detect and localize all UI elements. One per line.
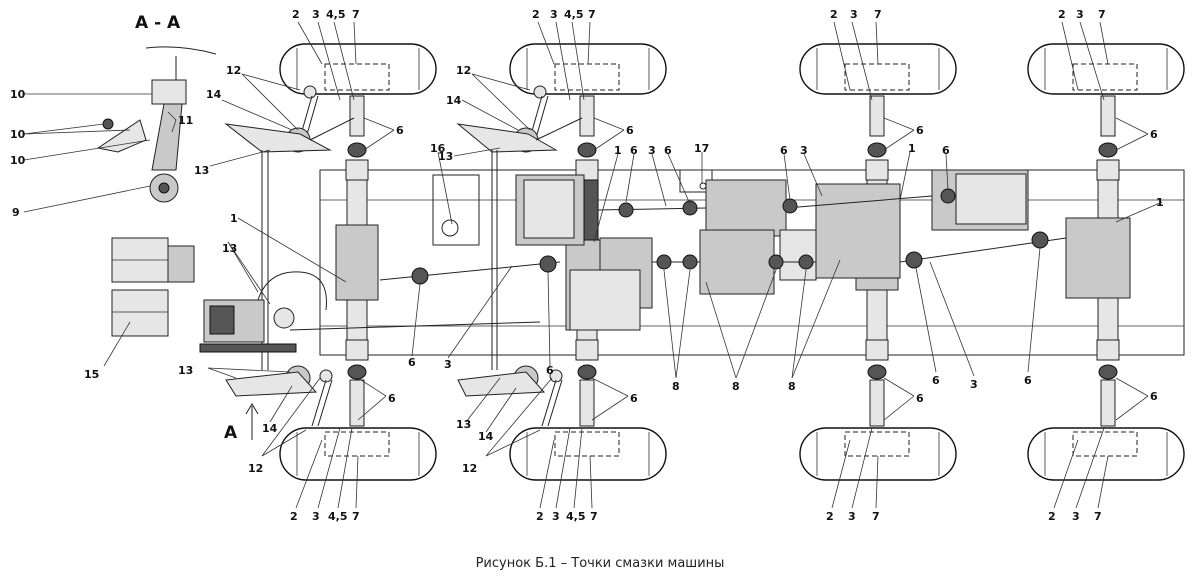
callout-14: 14 bbox=[206, 88, 222, 101]
callout-14: 14 bbox=[478, 430, 494, 443]
callout-3: 3 bbox=[550, 8, 558, 21]
callout-6: 6 bbox=[408, 356, 416, 369]
wheel-bottom-4 bbox=[1027, 427, 1185, 481]
callout-13: 13 bbox=[456, 418, 471, 431]
callout-12: 12 bbox=[456, 64, 471, 77]
callout-12: 12 bbox=[226, 64, 241, 77]
callout-9: 9 bbox=[12, 206, 20, 219]
callout-10: 10 bbox=[10, 88, 26, 101]
callout-13: 13 bbox=[222, 242, 237, 255]
callout-6: 6 bbox=[626, 124, 634, 137]
callout-16: 16 bbox=[430, 142, 446, 155]
callout-3: 3 bbox=[552, 510, 560, 523]
steering-wheel-unit bbox=[199, 271, 327, 353]
callout-1: 1 bbox=[908, 142, 916, 155]
view-arrow-label: А bbox=[224, 423, 238, 443]
callout-6: 6 bbox=[396, 124, 404, 137]
drivetrain bbox=[289, 169, 1067, 331]
callout-4-5: 4,5 bbox=[566, 510, 586, 523]
axle-1 bbox=[335, 95, 379, 427]
wheel-top-1 bbox=[279, 43, 437, 95]
wheel-bottom-1 bbox=[279, 427, 437, 481]
callout-10: 10 bbox=[10, 128, 26, 141]
leader-lines bbox=[23, 21, 1163, 509]
callout-6: 6 bbox=[1150, 390, 1158, 403]
callout-2: 2 bbox=[1058, 8, 1066, 21]
callout-3: 3 bbox=[312, 8, 320, 21]
callout-1: 1 bbox=[230, 212, 238, 225]
wheel-top-4 bbox=[1027, 43, 1185, 95]
callout-2: 2 bbox=[290, 510, 298, 523]
callout-6: 6 bbox=[1150, 128, 1158, 141]
steering-linkages bbox=[224, 85, 583, 427]
callout-6: 6 bbox=[664, 144, 672, 157]
callout-2: 2 bbox=[536, 510, 544, 523]
wheel-top-2 bbox=[509, 43, 667, 95]
callout-3: 3 bbox=[648, 144, 656, 157]
callout-3: 3 bbox=[1076, 8, 1084, 21]
callout-6: 6 bbox=[916, 124, 924, 137]
callout-3: 3 bbox=[800, 144, 808, 157]
steering-column-section bbox=[96, 46, 217, 203]
callout-1: 1 bbox=[1156, 196, 1164, 209]
callout-8: 8 bbox=[732, 380, 740, 393]
callout-6: 6 bbox=[916, 392, 924, 405]
callout-3: 3 bbox=[312, 510, 320, 523]
callout-3: 3 bbox=[970, 378, 978, 391]
callout-3: 3 bbox=[444, 358, 452, 371]
wheel-top-3 bbox=[799, 43, 957, 95]
wheel-bottom-2 bbox=[509, 427, 667, 481]
callout-3: 3 bbox=[1072, 510, 1080, 523]
callout-4-5: 4,5 bbox=[328, 510, 348, 523]
callout-2: 2 bbox=[532, 8, 540, 21]
callout-2: 2 bbox=[826, 510, 834, 523]
callout-13: 13 bbox=[194, 164, 209, 177]
wheels bbox=[279, 43, 1185, 481]
callout-13: 13 bbox=[178, 364, 193, 377]
callout-1: 1 bbox=[614, 144, 622, 157]
section-label-a-a: А - А bbox=[135, 13, 181, 33]
callout-8: 8 bbox=[788, 380, 796, 393]
callout-2: 2 bbox=[292, 8, 300, 21]
callout-10: 10 bbox=[10, 154, 26, 167]
callout-7: 7 bbox=[352, 510, 360, 523]
callout-2: 2 bbox=[1048, 510, 1056, 523]
callout-7: 7 bbox=[352, 8, 360, 21]
callout-8: 8 bbox=[672, 380, 680, 393]
callout-14: 14 bbox=[262, 422, 278, 435]
callout-6: 6 bbox=[942, 144, 950, 157]
callout-2: 2 bbox=[830, 8, 838, 21]
callout-4-5: 4,5 bbox=[564, 8, 584, 21]
callout-4-5: 4,5 bbox=[326, 8, 346, 21]
callout-3: 3 bbox=[850, 8, 858, 21]
callout-7: 7 bbox=[590, 510, 598, 523]
callout-13: 13 bbox=[438, 150, 453, 163]
callout-6: 6 bbox=[630, 144, 638, 157]
callout-11: 11 bbox=[178, 114, 193, 127]
callout-7: 7 bbox=[588, 8, 596, 21]
callout-14: 14 bbox=[446, 94, 462, 107]
callout-15: 15 bbox=[84, 368, 99, 381]
callout-7: 7 bbox=[1094, 510, 1102, 523]
callout-12: 12 bbox=[248, 462, 263, 475]
callout-6: 6 bbox=[546, 364, 554, 377]
callout-6: 6 bbox=[1024, 374, 1032, 387]
callout-labels: А - А А 10 10 10 11 9 15 2 3 4,5 7 12 14… bbox=[10, 8, 1164, 523]
callout-6: 6 bbox=[388, 392, 396, 405]
callout-3: 3 bbox=[848, 510, 856, 523]
wheel-bottom-3 bbox=[799, 427, 957, 481]
callout-7: 7 bbox=[872, 510, 880, 523]
callout-6: 6 bbox=[780, 144, 788, 157]
callout-6: 6 bbox=[630, 392, 638, 405]
callout-7: 7 bbox=[874, 8, 882, 21]
callout-17: 17 bbox=[694, 142, 709, 155]
view-arrow bbox=[245, 403, 259, 440]
axle-4 bbox=[1065, 95, 1131, 427]
callout-7: 7 bbox=[1098, 8, 1106, 21]
figure-caption: Рисунок Б.1 – Точки смазки машины bbox=[475, 556, 725, 571]
callout-6: 6 bbox=[932, 374, 940, 387]
callout-12: 12 bbox=[462, 462, 477, 475]
brake-chambers bbox=[111, 237, 195, 337]
